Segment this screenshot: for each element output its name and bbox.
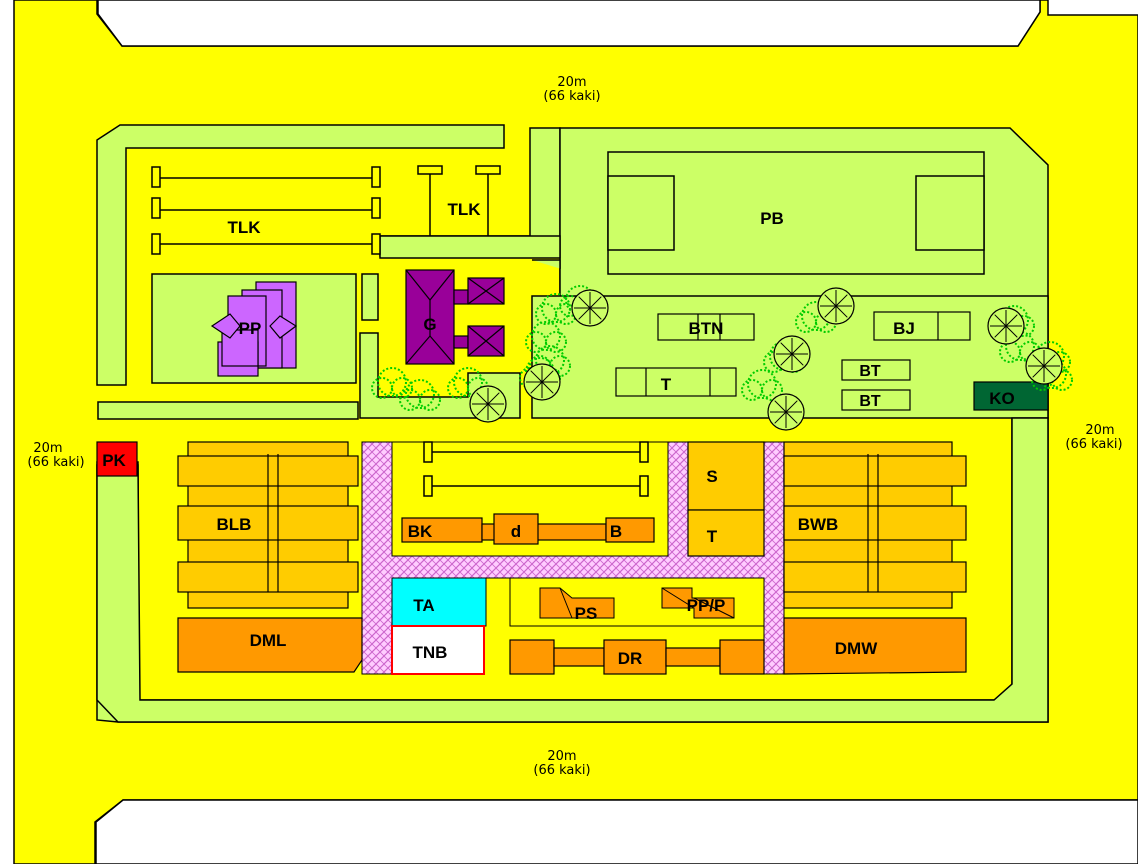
label-dml: DML [250,631,287,650]
road-right-width: 20m [1085,423,1114,438]
label-tlk-right: TLK [447,200,481,219]
dml-building [177,617,363,673]
pb-goal-right [915,175,985,251]
label-b: B [610,522,622,541]
bush-icon [399,379,441,411]
bush-icon [525,321,567,353]
road-bottom-width: 20m [547,749,576,764]
light-buildings [615,311,971,411]
label-tlk-left: TLK [227,218,261,237]
bk-d-b-building [401,513,655,545]
pp-building [210,281,298,377]
ta-building [391,577,487,627]
top-road-notch [97,0,1041,47]
label-t-middle: T [661,375,672,394]
label-btn: BTN [689,319,724,338]
blb-building [177,441,359,609]
label-tnb: TNB [413,643,448,662]
label-s: S [706,467,717,486]
road-top-feet: (66 kaki) [543,89,600,104]
road-right-feet: (66 kaki) [1065,437,1122,452]
label-d: d [511,522,521,541]
label-ko: KO [989,389,1015,408]
dr-building [509,639,765,675]
road-top-width: 20m [557,75,586,90]
pp-p-building [661,587,735,619]
ps-building [539,587,615,619]
label-blb: BLB [217,515,252,534]
pk-building [96,441,138,477]
road-left-width: 20m [33,441,62,456]
dmw-building [783,617,967,675]
tree-cluster-icons [371,285,1073,431]
ground-strip-left [97,401,359,420]
tree-icon [469,385,507,423]
road-bottom-feet: (66 kaki) [533,763,590,778]
tree-icon [987,307,1025,345]
label-bt-1: BT [859,363,881,380]
court-bars [423,441,649,497]
bottom-road-notch [95,799,1138,864]
road-labels: 20m (66 kaki) 20m (66 kaki) 20m (66 kaki… [27,75,1122,778]
ground-perimeter-lower [96,417,1049,723]
ko-building [973,381,1049,411]
bush-icon [371,367,413,399]
tree-icon [817,287,855,325]
label-bk: BK [408,522,433,541]
label-ps: PS [575,604,598,623]
tree-icon [767,393,805,431]
pb-goal-left [607,175,675,251]
tree-icon [571,289,609,327]
tree-icon [1025,347,1063,385]
tlk-bars-left [151,166,381,255]
label-pb: PB [760,209,784,228]
label-ta: TA [413,596,434,615]
bwb-building [783,441,967,609]
label-pp: PP [239,319,262,338]
label-pk: PK [102,451,126,470]
s-t-building [687,441,765,557]
ground-strip-center [361,273,379,321]
label-bt-2: BT [859,393,881,410]
ground-tlk-strip-bottom [379,235,561,259]
label-t-right: T [707,527,718,546]
ground-upper-left [96,124,505,386]
label-g: G [423,315,436,334]
road-left-feet: (66 kaki) [27,455,84,470]
label-pp-p: PP/P [687,596,726,615]
tnb-building [391,625,485,675]
tlk-bars-right [417,165,501,236]
label-bwb: BWB [798,515,839,534]
label-dmw: DMW [835,639,878,658]
bush-icon [741,369,783,401]
g-building [405,269,505,365]
label-bj: BJ [893,319,915,338]
label-dr: DR [618,649,643,668]
tree-icon [773,335,811,373]
tree-icon [523,363,561,401]
building-labels: TLK TLK PB PP G BTN BJ T BT BT KO PK BLB… [102,200,1015,668]
